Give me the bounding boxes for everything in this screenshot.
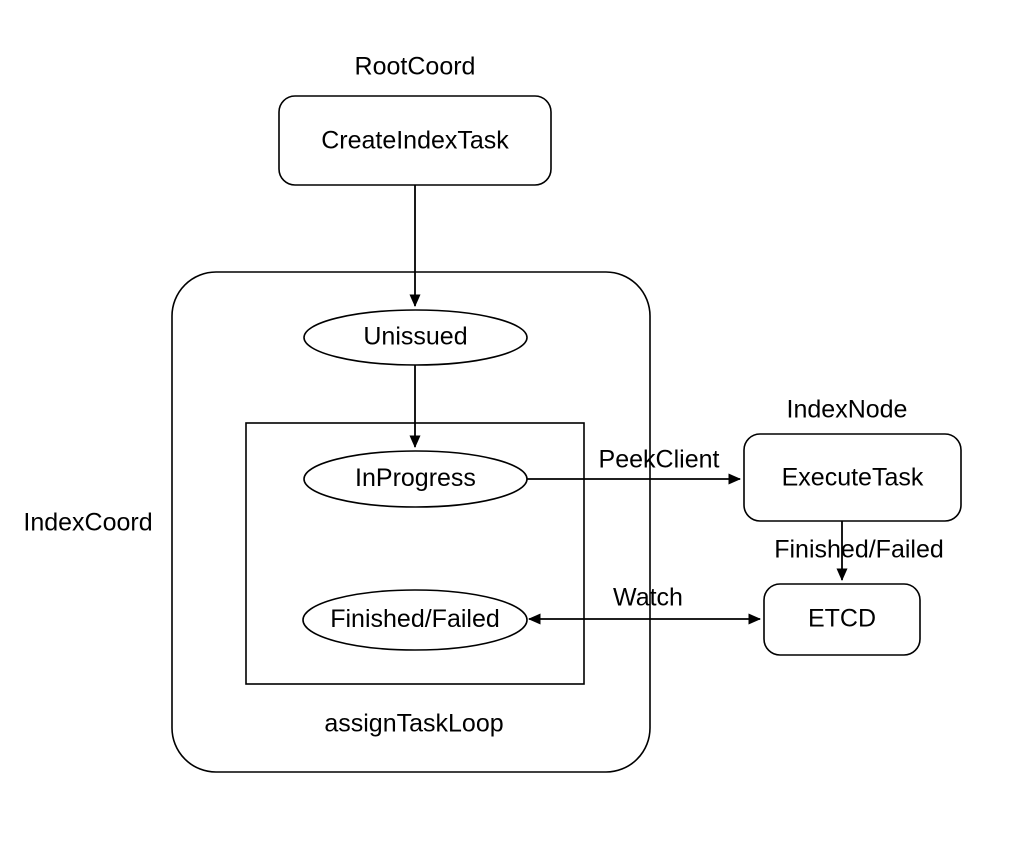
node-finished-failed[interactable] [302,589,528,651]
group-label-index-coord: IndexCoord [23,509,152,537]
edge-label-watch: Watch [613,584,683,612]
node-label-create-index-task: CreateIndexTask [321,127,509,155]
node-label-unissued: Unissued [363,323,467,351]
group-container-index-coord [171,271,651,773]
group-label-index-node: IndexNode [787,396,908,424]
group-label-root-coord: RootCoord [355,53,476,81]
node-label-in-progress: InProgress [355,464,476,492]
node-execute-task[interactable] [743,433,962,522]
node-label-etcd: ETCD [808,605,876,633]
edge-label-peek-client: PeekClient [599,446,720,474]
node-label-execute-task: ExecuteTask [782,464,924,492]
node-in-progress[interactable] [303,450,528,508]
node-label-finished-failed: Finished/Failed [330,605,500,633]
node-etcd[interactable] [763,583,921,656]
group-label-assign-task-loop: assignTaskLoop [324,710,503,738]
edge-label-finished-failed: Finished/Failed [774,536,944,564]
node-create-index-task[interactable] [278,95,552,186]
node-unissued[interactable] [303,309,528,366]
